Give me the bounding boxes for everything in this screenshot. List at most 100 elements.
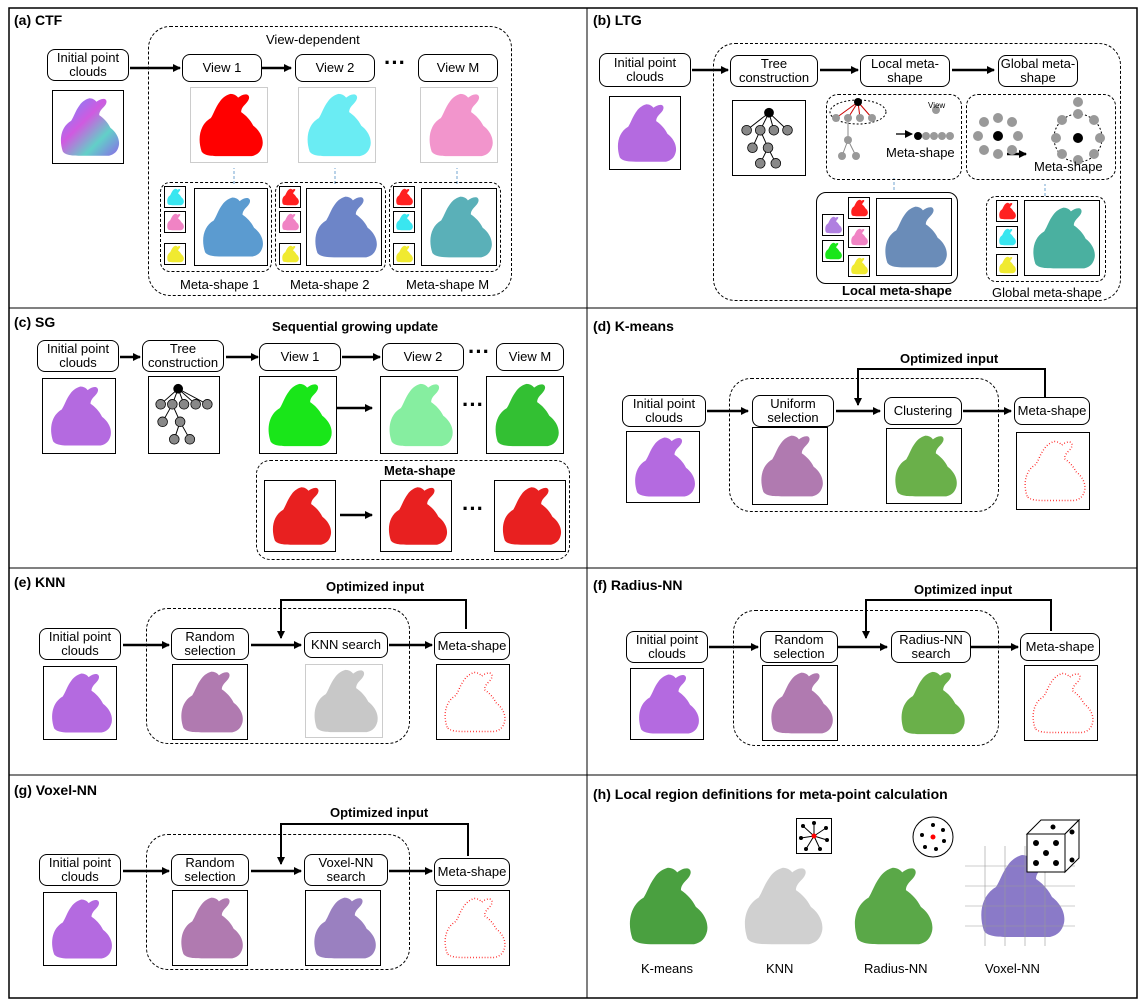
local-tree-group: [826, 94, 962, 180]
global-group: [966, 94, 1116, 180]
knn-search-box: KNN search: [304, 632, 388, 658]
tree-icon: [148, 376, 220, 454]
bunny-meta-m-image: [421, 188, 497, 266]
initial-point-clouds-box: Initial point clouds: [39, 628, 121, 660]
bunny-red-dots-image: [1016, 432, 1090, 510]
initial-point-clouds-box: Initial point clouds: [622, 395, 706, 427]
global-meta-shape-label: Global meta-shape: [992, 285, 1102, 300]
optimized-input-label: Optimized input: [326, 579, 425, 594]
bunny-random-image: [172, 890, 248, 966]
thumb-cyan-icon: [393, 211, 415, 233]
voxel-nn-label: Voxel-NN: [985, 961, 1040, 976]
random-selection-box: Random selection: [171, 854, 249, 886]
view-small-label: View: [928, 101, 946, 110]
meta-shape-box: Meta-shape: [434, 858, 510, 886]
clustering-box: Clustering: [884, 397, 962, 425]
bunny-radius-image: [842, 864, 940, 948]
thumb-cyan-icon: [996, 226, 1018, 248]
meta-shape-m-group: [389, 182, 501, 272]
meta-shape-box: Meta-shape: [434, 632, 510, 660]
bunny-local-meta-image: [876, 198, 952, 276]
thumb-red-icon: [996, 200, 1018, 222]
global-circle-icon: [973, 97, 1105, 165]
bunny-rainbow-image: [43, 666, 117, 740]
bunny-rainbow-image: [609, 96, 681, 170]
bunny-red-green-image: [380, 480, 452, 552]
bunny-mosaic-image: [886, 428, 962, 504]
panel-d-title: (d) K-means: [593, 318, 674, 334]
local-meta-shape-label: Local meta-shape: [842, 283, 952, 298]
local-meta-shape-box: Local meta-shape: [860, 55, 950, 87]
voxel-nn-search-box: Voxel-NN search: [304, 854, 388, 886]
bunny-meta-2-image: [306, 188, 382, 266]
bunny-rainbow-image: [43, 892, 117, 966]
bunny-red-dots-image: [436, 890, 510, 966]
initial-point-clouds-box: Initial point clouds: [47, 49, 129, 81]
bunny-rainbow-image: [52, 90, 124, 164]
bunny-rainbow-image: [42, 378, 116, 454]
tree-construction-box: Tree construction: [730, 55, 818, 87]
bunny-red-dots-image: [436, 664, 510, 740]
random-selection-box: Random selection: [760, 631, 838, 663]
ellipsis-dots: ···: [462, 496, 484, 521]
bunny-global-meta-image: [1024, 200, 1100, 276]
view-m-box: View M: [418, 54, 498, 82]
bunny-pink-image: [420, 87, 498, 163]
view-dependent-label: View-dependent: [266, 32, 360, 47]
ltg-group: [713, 43, 1121, 301]
bunny-gray-image: [305, 664, 383, 738]
meta-shape-2-label: Meta-shape 2: [290, 277, 370, 292]
dice-icon: [1025, 818, 1081, 874]
meta-shape-label: Meta-shape: [886, 145, 955, 160]
thumb-pink-icon: [279, 211, 301, 233]
view-2-box: View 2: [382, 343, 464, 371]
radius-nn-label: Radius-NN: [864, 961, 928, 976]
local-meta-group: [816, 192, 958, 284]
meta-shape-1-group: [160, 182, 272, 272]
bunny-kmeans-image: [618, 864, 714, 948]
global-meta-group: [986, 196, 1106, 282]
thumb-cyan-icon: [164, 186, 186, 208]
initial-point-clouds-box: Initial point clouds: [37, 340, 119, 372]
ellipsis-dots: ···: [468, 339, 490, 364]
radius-nn-search-box: Radius-NN search: [891, 631, 971, 663]
view-1-box: View 1: [182, 54, 262, 82]
thumb-purple-icon: [822, 214, 844, 236]
bunny-mosaic-image: [893, 665, 969, 741]
tree-icon: [732, 100, 806, 176]
bunny-uniform-image: [752, 427, 828, 505]
bunny-red-green-image: [494, 480, 566, 552]
kmeans-group: [729, 378, 999, 512]
ellipsis-dots: ···: [384, 50, 406, 75]
thumb-pink-icon: [164, 211, 186, 233]
ellipsis-dots: ···: [462, 392, 484, 417]
panel-f-title: (f) Radius-NN: [593, 577, 683, 593]
radius-circle-icon: [912, 816, 954, 858]
view-m-box: View M: [496, 343, 564, 371]
uniform-selection-box: Uniform selection: [752, 395, 834, 427]
bunny-green-dark-image: [486, 376, 564, 454]
knn-group: [146, 608, 410, 744]
sequential-growing-label: Sequential growing update: [272, 319, 439, 334]
thumb-yellow-icon: [164, 243, 186, 265]
panel-h-title: (h) Local region definitions for meta-po…: [593, 786, 948, 802]
initial-point-clouds-box: Initial point clouds: [626, 631, 708, 663]
bunny-red-green-image: [264, 480, 336, 552]
initial-point-clouds-box: Initial point clouds: [599, 53, 691, 87]
radius-nn-group: [733, 610, 999, 746]
panel-g-title: (g) Voxel-NN: [14, 782, 97, 798]
bunny-green-image: [259, 376, 337, 454]
meta-shape-box: Meta-shape: [1020, 633, 1100, 661]
panel-e-title: (e) KNN: [14, 574, 66, 590]
bunny-rainbow-image: [626, 431, 700, 503]
view-2-box: View 2: [295, 54, 375, 82]
bunny-random-image: [172, 664, 248, 740]
bunny-knn-image: [734, 864, 828, 948]
thumb-red-icon: [393, 186, 415, 208]
view-1-box: View 1: [259, 343, 341, 371]
optimized-input-label: Optimized input: [330, 805, 429, 820]
thumb-yellow-icon: [393, 243, 415, 265]
view-dependent-group: [148, 26, 512, 296]
bunny-rainbow-image: [630, 668, 704, 740]
